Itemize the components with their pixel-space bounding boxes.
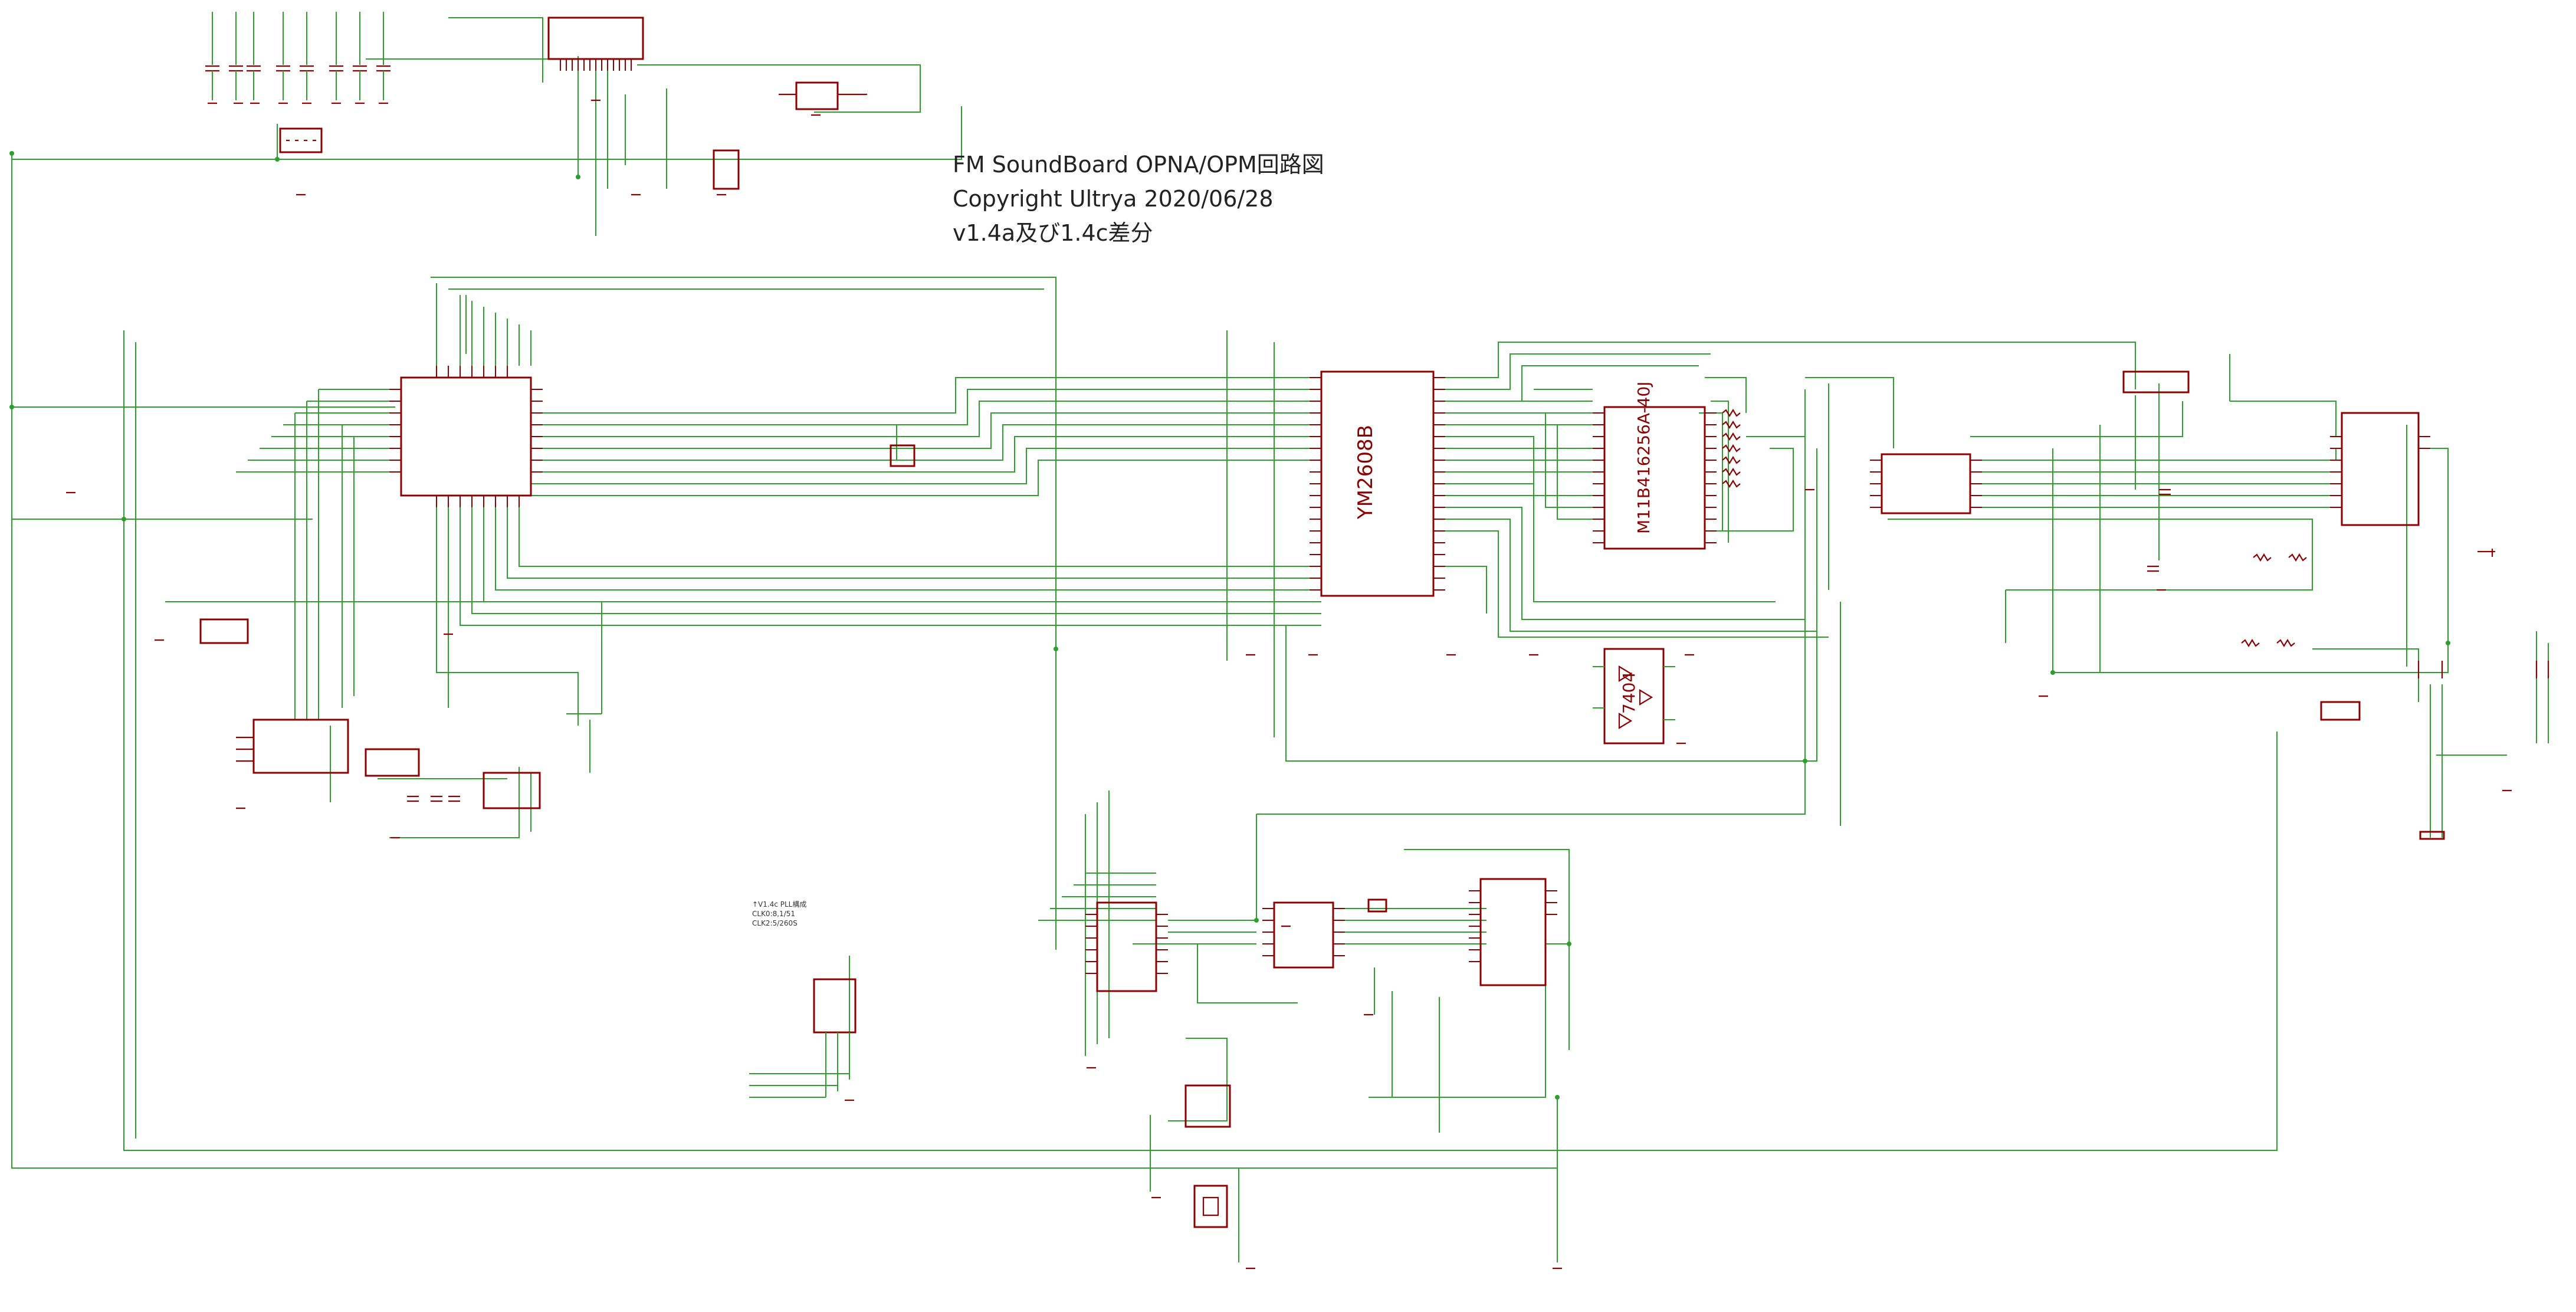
title-line-2: Copyright Ultrya 2020/06/28 (953, 186, 1274, 212)
junction-dots (9, 151, 2450, 1100)
schematic-title: FM SoundBoard OPNA/OPM回路図 Copyright Ultr… (953, 147, 1324, 250)
mcu-chip (389, 366, 543, 507)
header-top (279, 127, 323, 153)
header-right (2122, 370, 2190, 393)
dac-chip-bottom (1262, 898, 1387, 969)
ground-symbols (66, 99, 2512, 1270)
osc-chip (365, 748, 541, 809)
opna-chip (1310, 370, 1445, 597)
pll-chip (813, 978, 857, 1097)
opamp-top-right (2330, 412, 2430, 526)
pll-note-2: CLK0:8,1/51 (752, 910, 796, 918)
top-connector (547, 17, 644, 71)
inverter-chip (1593, 648, 1675, 744)
dac-chip-right (1870, 453, 1982, 514)
sram-label: M11B416256A-40J (1634, 381, 1653, 534)
inverter-label: 7404 (1619, 671, 1639, 714)
clock-module (1184, 1084, 1231, 1228)
left-connector (236, 719, 349, 774)
sram-chip (1593, 406, 1741, 550)
logic-chip-bottom (1085, 901, 1168, 992)
title-line-3: v1.4a及び1.4c差分 (953, 220, 1153, 246)
pll-note: ↑V1.4c PLL構成 CLK0:8,1/51 CLK2:5/260S (752, 900, 806, 928)
left-header (199, 618, 249, 644)
opna-label: YM2608B (1354, 425, 1377, 519)
right-passives (2147, 488, 2549, 840)
small-jumper (890, 444, 915, 467)
pll-note-3: CLK2:5/260S (752, 919, 798, 927)
decoupling-caps-top (205, 12, 390, 100)
opamp-bottom (1469, 878, 1557, 986)
title-line-1: FM SoundBoard OPNA/OPM回路図 (953, 152, 1324, 178)
header-mid (713, 149, 740, 190)
pll-note-1: ↑V1.4c PLL構成 (752, 900, 807, 908)
regulator (779, 81, 867, 110)
